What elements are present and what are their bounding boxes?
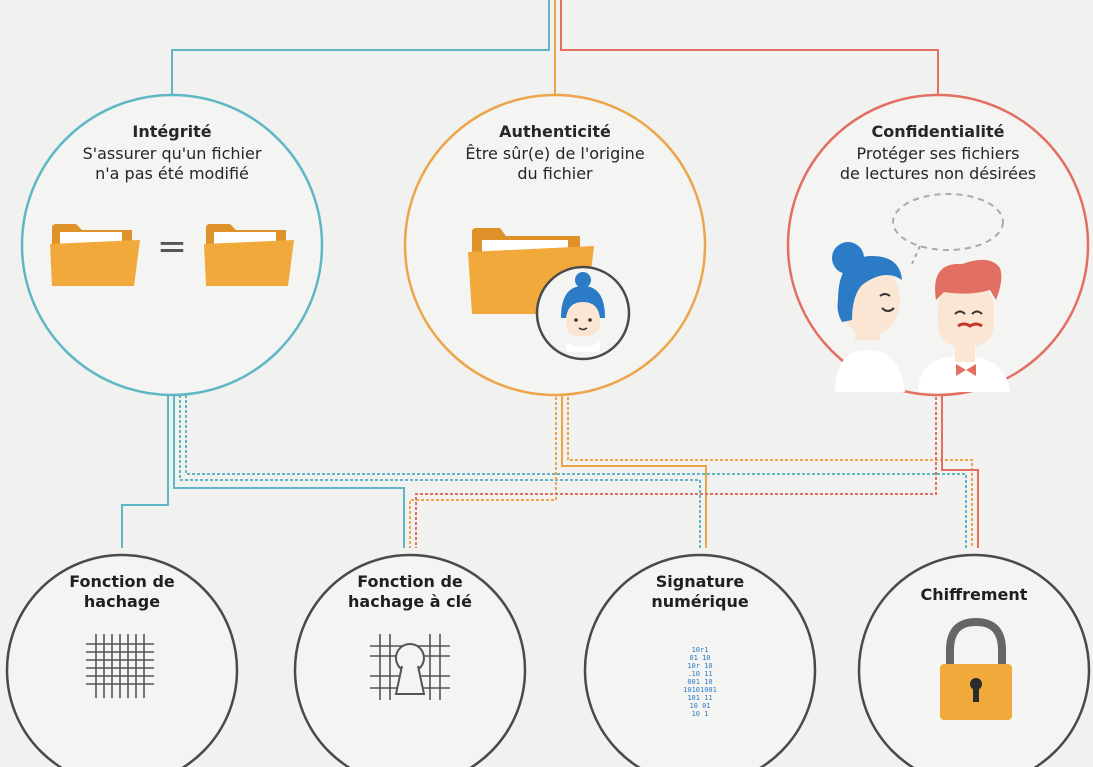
binary-row: 01 10 xyxy=(689,654,710,662)
goal-description: n'a pas été modifié xyxy=(95,164,249,183)
bottom-connectors xyxy=(121,390,979,548)
connector-authenticite-chiffrement xyxy=(567,392,973,548)
binary-row: 10101001 xyxy=(683,686,717,694)
connector-top-integrite xyxy=(171,0,550,110)
connector-integrite-signature xyxy=(179,390,701,548)
tool-label-line: hachage xyxy=(83,592,161,611)
goal-description: du fichier xyxy=(517,164,593,183)
tool-label-line: Chiffrement xyxy=(920,585,1028,604)
binary-letter-icon: 10r1 01 10 10r 10 .10 11 001 10 10101001… xyxy=(683,646,717,718)
padlock-icon xyxy=(940,617,1012,720)
goal-label-confidentialite: Confidentialité Protéger ses fichiers de… xyxy=(788,122,1088,184)
man-avatar-icon xyxy=(918,259,1010,392)
tool-label-line: numérique xyxy=(651,592,749,611)
equals-sign: = xyxy=(157,226,187,267)
connector-confidentialite-chiffrement xyxy=(941,392,979,548)
folder-icon-right xyxy=(204,224,294,286)
tool-label-line: Signature xyxy=(655,572,745,591)
tool-circle-chiffrement xyxy=(857,553,1091,767)
goal-title: Confidentialité xyxy=(871,122,1005,141)
connector-integrite-hachage-cle xyxy=(173,390,405,548)
tool-label-hachage: Fonction de hachage xyxy=(22,572,222,612)
goal-description: de lectures non désirées xyxy=(839,164,1037,183)
binary-row: 101 11 xyxy=(687,694,712,702)
tool-circle-signature xyxy=(583,553,817,767)
goal-description: S'assurer qu'un fichier xyxy=(82,144,262,163)
binary-row: 10r1 xyxy=(692,646,709,654)
tool-circle-hachage xyxy=(5,553,239,767)
thought-bubble xyxy=(892,193,1004,265)
connector-top-confidentialite xyxy=(560,0,939,110)
keyed-hash-icon xyxy=(370,634,450,700)
goal-title: Intégrité xyxy=(132,122,212,141)
tool-label-chiffrement: Chiffrement xyxy=(874,585,1074,605)
connector-authenticite-signature xyxy=(561,392,707,548)
goal-title: Authenticité xyxy=(499,122,611,141)
binary-row: 10 1 xyxy=(692,710,709,718)
avatar-badge-icon xyxy=(535,265,631,361)
tool-label-hachage-cle: Fonction de hachage à clé xyxy=(310,572,510,612)
top-connectors xyxy=(171,0,939,110)
goal-description: Protéger ses fichiers xyxy=(856,144,1020,163)
binary-row: .10 11 xyxy=(687,670,712,678)
connector-confidentialite-hachage-cle xyxy=(415,392,937,548)
hash-grid-icon xyxy=(86,634,154,698)
tool-label-line: Fonction de xyxy=(69,572,175,591)
binary-row: 10 01 xyxy=(689,702,710,710)
tool-label-signature: Signature numérique xyxy=(600,572,800,612)
tool-label-line: hachage à clé xyxy=(348,592,472,611)
folder-icon-left xyxy=(50,224,140,286)
goal-circle-integrite xyxy=(20,93,324,397)
connector-integrite-chiffrement xyxy=(185,390,967,548)
connector-authenticite-hachage-cle xyxy=(409,392,557,548)
goal-description: Être sûr(e) de l'origine xyxy=(465,144,645,163)
goal-label-integrite: Intégrité S'assurer qu'un fichier n'a pa… xyxy=(22,122,322,184)
connector-integrite-hachage xyxy=(121,390,169,548)
binary-row: 001 10 xyxy=(687,678,712,686)
woman-avatar-icon xyxy=(832,242,905,392)
binary-row: 10r 10 xyxy=(687,662,712,670)
goal-label-authenticite: Authenticité Être sûr(e) de l'origine du… xyxy=(405,122,705,184)
tool-label-line: Fonction de xyxy=(357,572,463,591)
